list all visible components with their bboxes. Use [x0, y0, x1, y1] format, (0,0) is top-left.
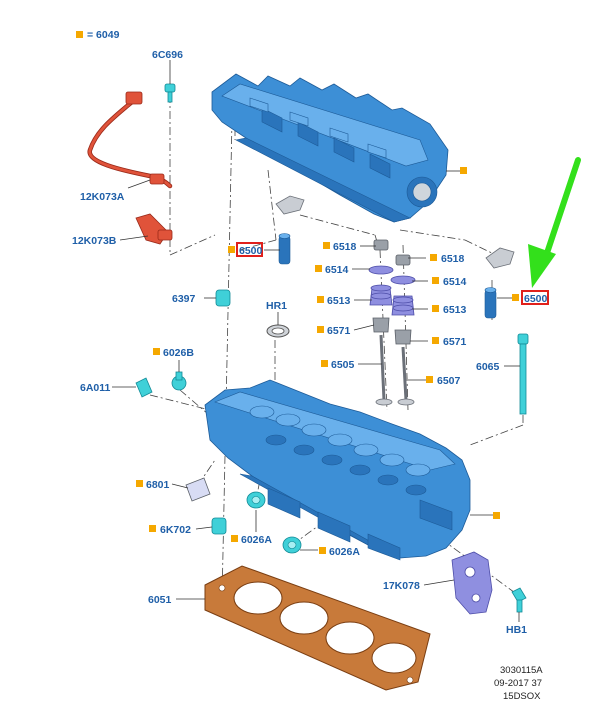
sensor-harness-b [135, 213, 173, 245]
marker-cylinder-head-icon [493, 512, 500, 519]
sleeve-6801 [185, 477, 211, 502]
label-6397: 6397 [172, 293, 196, 305]
label-6571-left: 6571 [327, 325, 351, 337]
rocker-arm-right [485, 247, 515, 269]
label-6c696: 6C696 [152, 49, 183, 61]
label-6026b: 6026B [163, 347, 194, 359]
reference-markers [136, 242, 519, 554]
label-6026a-left: 6026A [241, 534, 272, 546]
label-6k702: 6K702 [160, 524, 191, 536]
bolt-hb1 [511, 587, 527, 613]
label-6065: 6065 [476, 361, 500, 373]
caption-line-3: 15DSOX [503, 691, 541, 702]
lash-adjuster-right [484, 287, 497, 319]
valve-bosses [249, 405, 431, 496]
dowel-6397 [215, 289, 231, 307]
rocker-arm-left [275, 195, 305, 215]
cylinder-head [204, 379, 471, 561]
legend-marker-icon [76, 31, 83, 38]
label-6514-right: 6514 [443, 276, 467, 288]
label-6a011: 6A011 [80, 382, 111, 394]
camshaft-carrier [211, 73, 449, 223]
sensor-harness-a [87, 91, 173, 189]
label-hr1: HR1 [266, 300, 287, 312]
marker-camshaft-carrier-icon [460, 167, 467, 174]
label-6507: 6507 [437, 375, 461, 387]
label-6801: 6801 [146, 479, 170, 491]
label-6513-left: 6513 [327, 295, 351, 307]
valve-train-left [368, 239, 394, 406]
label-17k078: 17K078 [383, 580, 420, 592]
lash-adjuster-left [278, 233, 291, 265]
legend-text: = 6049 [87, 29, 120, 41]
head-bolt-6065 [517, 333, 529, 415]
valve-train-right [390, 254, 416, 406]
plug-6026a-right [282, 536, 302, 554]
label-12k073b: 12K073B [72, 235, 117, 247]
label-6505: 6505 [331, 359, 355, 371]
bracket-17k078 [451, 551, 493, 615]
bolt-6c696 [164, 83, 176, 103]
seal-ring-hr1 [266, 324, 290, 338]
plug-6a011 [135, 377, 153, 398]
label-6571-right: 6571 [443, 336, 467, 348]
label-6513-right: 6513 [443, 304, 467, 316]
label-6051: 6051 [148, 594, 172, 606]
highlight-6500-left-box [236, 242, 263, 257]
leader-lines [112, 60, 520, 622]
label-6514-left: 6514 [325, 264, 349, 276]
label-6518-left: 6518 [333, 241, 357, 253]
green-arrow-icon [528, 157, 581, 288]
caption-line-1: 3030115A [500, 665, 543, 676]
plug-6026a-left [246, 491, 266, 509]
label-6026a-right: 6026A [329, 546, 360, 558]
highlight-6500-right-box [521, 290, 549, 305]
label-12k073a: 12K073A [80, 191, 125, 203]
label-6500-left: 6500 [239, 245, 263, 257]
caption-line-2: 09-2017 37 [494, 678, 542, 689]
plug-6026b [171, 371, 187, 391]
label-hb1: HB1 [506, 624, 527, 636]
dowel-6k702 [211, 517, 227, 535]
label-6500-right: 6500 [524, 293, 548, 305]
head-gasket [204, 565, 431, 691]
label-6518-right: 6518 [441, 253, 465, 265]
